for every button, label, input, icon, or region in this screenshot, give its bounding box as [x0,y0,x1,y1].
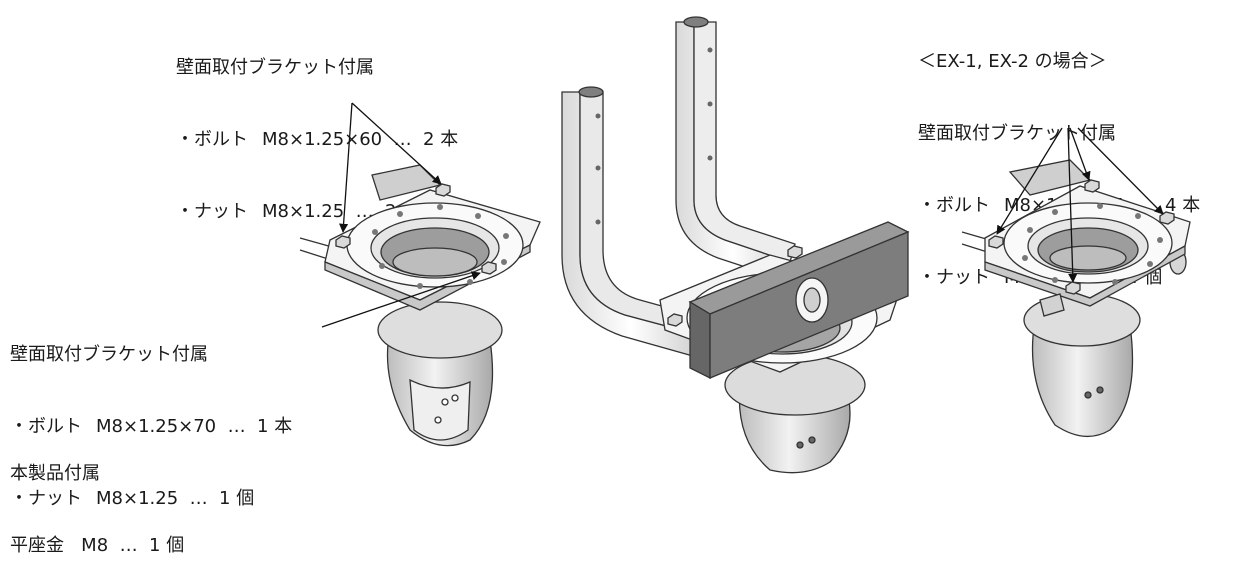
callout-title: 壁面取付ブラケット付属 [918,123,1116,144]
center-pipe-assembly [561,16,910,474]
left-callout-arrows [321,102,481,328]
mounting-illustration [299,16,1191,474]
left-bracket-assembly [299,164,541,447]
bolt-label: ・ボルト [10,416,82,437]
callout-title: 壁面取付ブラケット付属 [10,344,208,365]
nut-label: ・ナット [918,267,990,288]
nut-label: ・ナット [176,201,248,222]
bolt-spec: ・ボルト M8×1.25×70 … 1 本 [10,415,292,439]
right-callout-arrows [996,127,1164,283]
bolt-label: ・ボルト [176,129,248,150]
bolt-value: M8×1.25×70 … 1 本 [96,416,293,437]
right-bracket-assembly [961,159,1191,437]
case-heading: ＜EX-1, EX-2 の場合＞ [918,51,1107,72]
washer-spec: 平座金 M8 … 1 個 [10,535,185,556]
callout-title: 壁面取付ブラケット付属 [176,57,374,78]
bolt-label: ・ボルト [918,195,990,216]
